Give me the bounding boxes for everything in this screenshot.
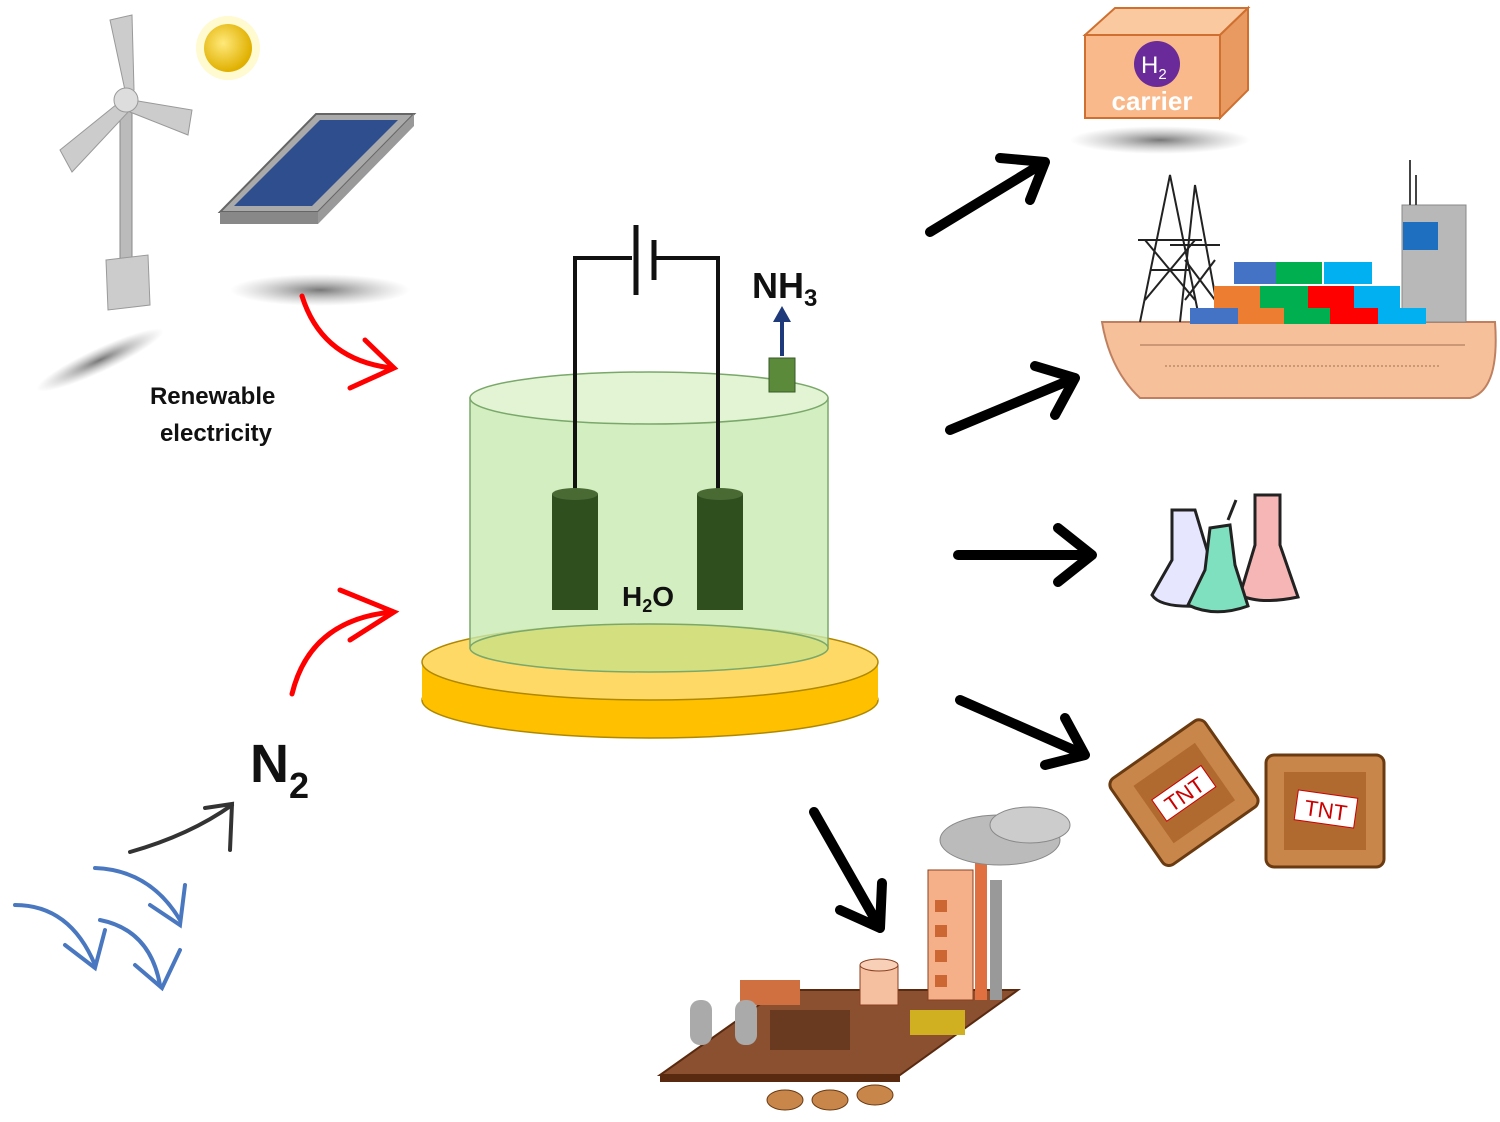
solar-panel-icon: [217, 113, 417, 306]
electrode-right: [697, 494, 743, 610]
svg-text:H2: H2: [1141, 52, 1167, 83]
air-flow-arrows: [13, 801, 235, 992]
tnt-crate-icon: TNT: [1264, 753, 1386, 869]
circuit-wire: [573, 256, 720, 495]
carrier-label: carrier: [1112, 86, 1193, 116]
output-arrows: [809, 153, 1097, 933]
electrode-left: [552, 494, 598, 610]
renewable-electricity-label: Renewable electricity: [150, 383, 282, 447]
h2-carrier-box-icon: H2 carrier: [1070, 5, 1251, 154]
n2-label: N2: [250, 734, 309, 806]
svg-text:TNT: TNT: [1303, 795, 1349, 826]
electrochemical-cell: [421, 225, 879, 739]
red-arrow-electricity: [299, 293, 399, 391]
tnt-crate-icon: TNT: [1108, 718, 1260, 868]
wind-turbine-icon: [36, 14, 193, 392]
chemical-flasks-icon: [1150, 493, 1300, 614]
h2-badge: [1134, 41, 1180, 87]
nh3-label: NH3: [752, 265, 817, 312]
red-arrow-nitrogen: [289, 587, 400, 697]
sun-icon: [204, 24, 252, 72]
cargo-ship-icon: [1100, 160, 1497, 399]
gas-outlet: [768, 357, 796, 393]
industry-electronics-icon: [656, 806, 1071, 1111]
h2o-label: H2O: [622, 581, 674, 616]
